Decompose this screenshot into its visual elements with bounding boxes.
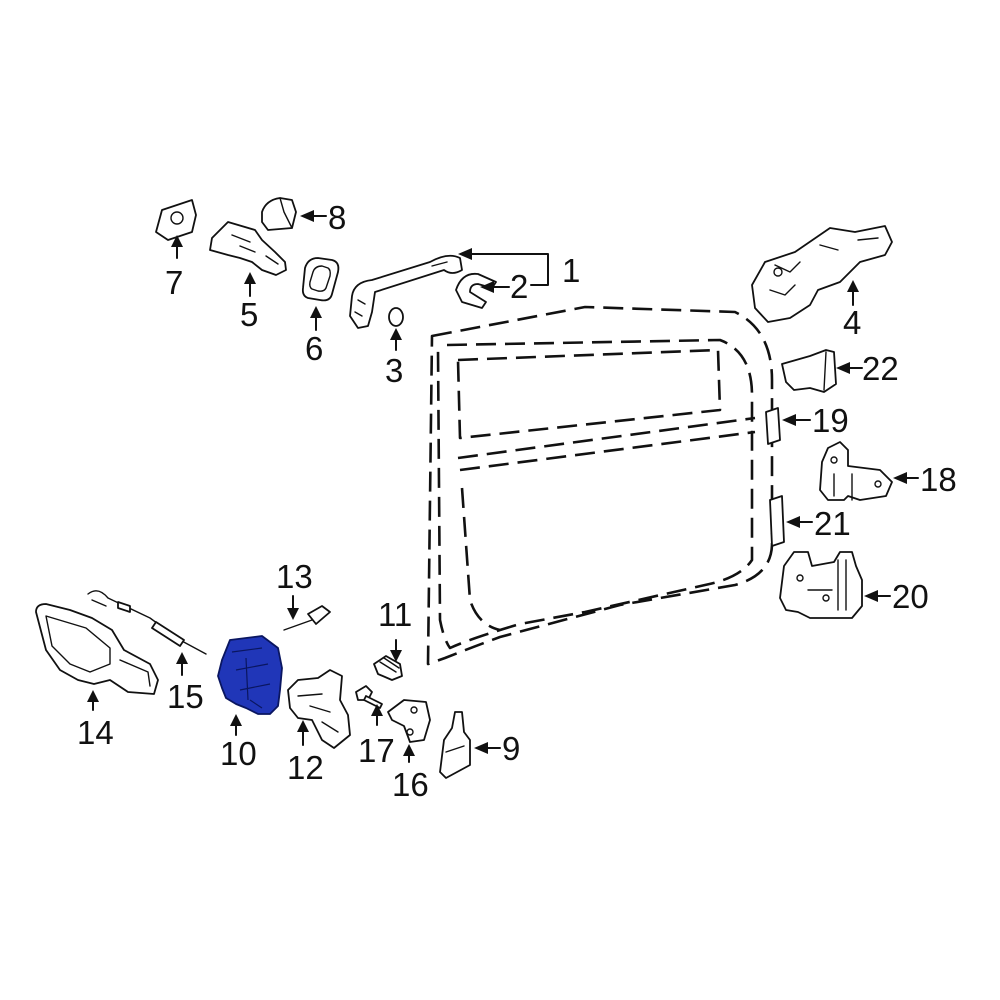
- cylinder-bracket[interactable]: [155, 199, 197, 241]
- callout-label-10: 10: [220, 735, 257, 772]
- callout-label-22: 22: [862, 350, 899, 387]
- door-check-strap[interactable]: [781, 349, 837, 393]
- handle-reinforcement-bracket[interactable]: [751, 225, 893, 323]
- callout-13: 13: [276, 558, 313, 620]
- callout-label-6: 6: [305, 330, 323, 367]
- callout-label-7: 7: [165, 264, 183, 301]
- callout-6: 6: [305, 306, 323, 367]
- striker-plate[interactable]: [387, 699, 431, 743]
- callout-label-3: 3: [385, 352, 403, 389]
- callout-label-18: 18: [920, 461, 957, 498]
- callout-label-14: 14: [77, 714, 114, 751]
- latch-bracket[interactable]: [287, 669, 351, 749]
- callout-label-20: 20: [892, 578, 929, 615]
- callout-10: 10: [220, 714, 257, 772]
- callout-label-1: 1: [562, 252, 580, 289]
- callout-15: 15: [167, 652, 204, 715]
- door-lock-actuator[interactable]: [217, 635, 283, 715]
- callout-label-9: 9: [502, 730, 520, 767]
- callout-label-17: 17: [358, 732, 395, 769]
- lock-cylinder[interactable]: [209, 221, 287, 276]
- callout-label-11: 11: [378, 596, 412, 633]
- callout-16: 16: [392, 744, 429, 803]
- door-outline: [426, 305, 774, 666]
- lower-door-hinge[interactable]: [779, 551, 863, 619]
- callout-label-5: 5: [240, 296, 258, 333]
- callout-4: 4: [843, 280, 861, 341]
- callout-18: 18: [893, 461, 957, 498]
- callout-22: 22: [836, 350, 899, 387]
- callout-label-2: 2: [510, 268, 528, 305]
- callout-label-8: 8: [328, 199, 346, 236]
- callout-2: 2: [480, 268, 528, 305]
- callout-21: 21: [786, 505, 851, 542]
- mounting-bolt[interactable]: [355, 685, 383, 709]
- callout-label-21: 21: [814, 505, 851, 542]
- lock-rod[interactable]: [283, 605, 331, 631]
- callout-3: 3: [385, 328, 403, 389]
- cylinder-cap[interactable]: [261, 197, 297, 231]
- callout-5: 5: [240, 272, 258, 333]
- callout-label-12: 12: [287, 749, 324, 786]
- latch-cover[interactable]: [439, 711, 471, 779]
- inside-door-handle[interactable]: [35, 603, 159, 695]
- callout-11: 11: [378, 596, 412, 662]
- lock-bezel[interactable]: [301, 257, 340, 302]
- callout-8: 8: [300, 199, 346, 236]
- callout-7: 7: [165, 235, 183, 301]
- callout-14: 14: [77, 690, 114, 751]
- outside-door-handle[interactable]: [349, 254, 463, 329]
- callout-label-16: 16: [392, 766, 429, 803]
- callout-1: 1: [458, 248, 580, 289]
- callout-label-19: 19: [812, 402, 849, 439]
- callout-12: 12: [287, 720, 324, 786]
- callout-9: 9: [474, 730, 520, 767]
- callout-20: 20: [864, 578, 929, 615]
- release-cable[interactable]: [87, 590, 207, 655]
- ring-seal[interactable]: [388, 307, 404, 327]
- callout-19: 19: [782, 402, 849, 439]
- callout-label-15: 15: [167, 678, 204, 715]
- callout-label-13: 13: [276, 558, 313, 595]
- hinge-shim-lower[interactable]: [769, 495, 785, 547]
- striker-bolt[interactable]: [373, 655, 403, 681]
- hinge-shim-upper[interactable]: [765, 407, 781, 445]
- callout-17: 17: [358, 704, 395, 769]
- handle-gasket[interactable]: [455, 272, 497, 309]
- actuator-body: [217, 635, 283, 715]
- upper-door-hinge[interactable]: [819, 441, 893, 501]
- callout-label-4: 4: [843, 304, 861, 341]
